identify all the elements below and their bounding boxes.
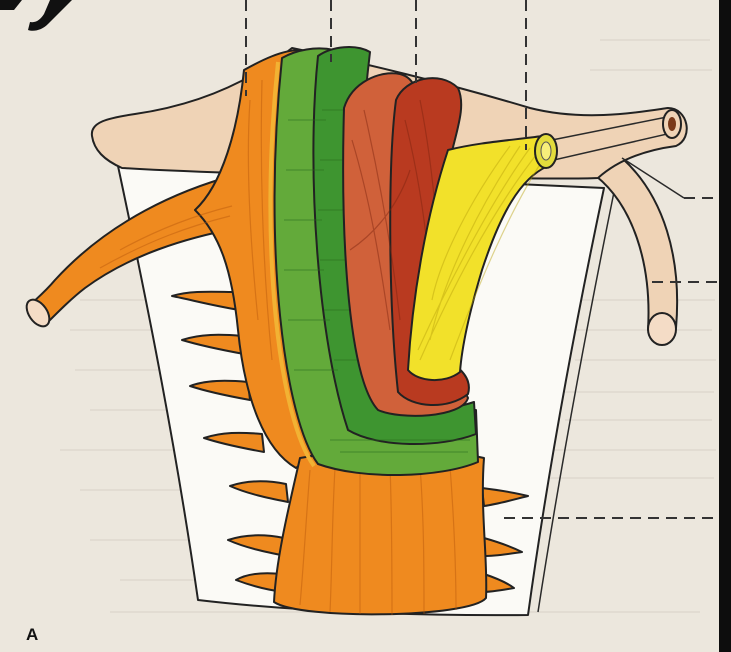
thin-tube-lumen xyxy=(668,117,676,131)
right-arm-opening xyxy=(648,313,676,345)
right-scan-border xyxy=(719,0,731,652)
small-cylinder-lumen xyxy=(541,142,551,160)
figure-label: A xyxy=(26,625,38,644)
